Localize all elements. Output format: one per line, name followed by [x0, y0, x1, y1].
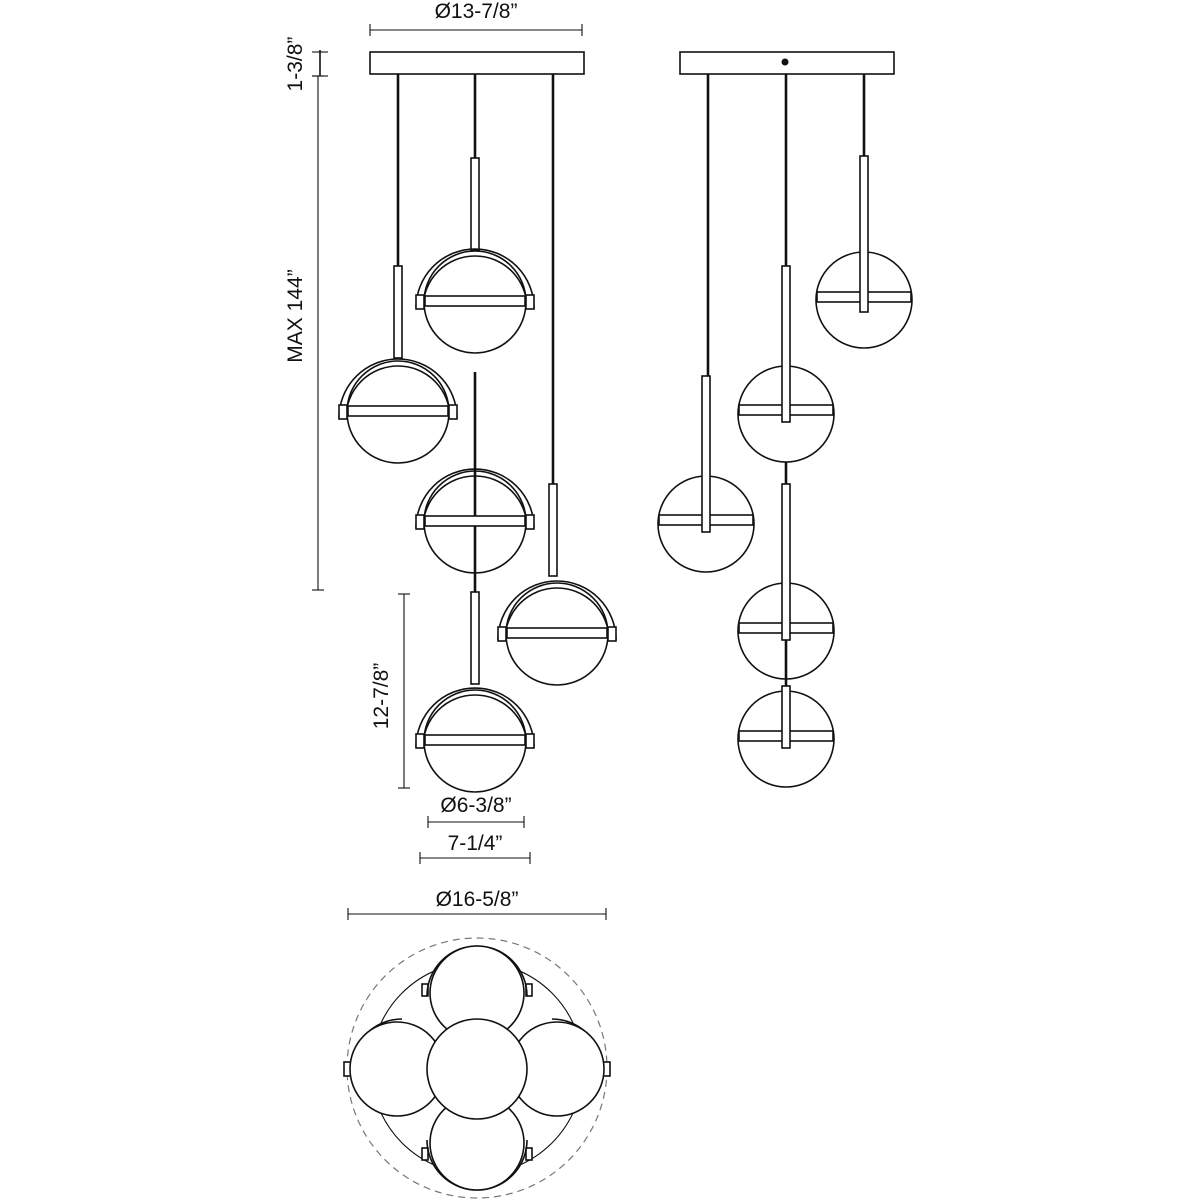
pendant-side — [737, 265, 835, 463]
front-view — [338, 51, 617, 793]
label-pendant-width: 7-1/4” — [448, 832, 503, 855]
pendant-front — [497, 483, 617, 686]
pendant-side — [657, 375, 755, 573]
dim-pendant-width: 7-1/4” — [419, 832, 531, 864]
pendant-side — [737, 685, 835, 788]
pendant-side — [815, 155, 913, 349]
canopy-screw — [781, 58, 789, 66]
dim-overall-diameter: Ø16-5/8” — [347, 888, 607, 920]
front-canopy — [369, 51, 585, 75]
pendant-side — [737, 483, 835, 680]
dim-max-height: MAX 144” — [284, 75, 324, 591]
dim-canopy-height: 1-3/8” — [284, 37, 328, 92]
pendant-front — [415, 468, 535, 574]
label-canopy-height: 1-3/8” — [284, 37, 307, 92]
label-overall-diameter: Ø16-5/8” — [436, 888, 519, 911]
label-max-height: MAX 144” — [284, 269, 307, 362]
pendant-front — [415, 591, 535, 793]
label-canopy-diameter: Ø13-7/8” — [435, 0, 518, 23]
label-pendant-height: 12-7/8” — [370, 663, 393, 730]
label-globe-diameter: Ø6-3/8” — [440, 794, 511, 817]
pendant-front — [338, 265, 458, 464]
dim-globe-diameter: Ø6-3/8” — [427, 794, 525, 828]
bottom-view — [343, 937, 611, 1199]
side-view — [657, 51, 913, 788]
dim-pendant-height: 12-7/8” — [370, 593, 410, 789]
pendant-front — [415, 157, 535, 354]
dim-canopy-diameter: Ø13-7/8” — [369, 0, 583, 36]
globe-center — [426, 1018, 528, 1120]
